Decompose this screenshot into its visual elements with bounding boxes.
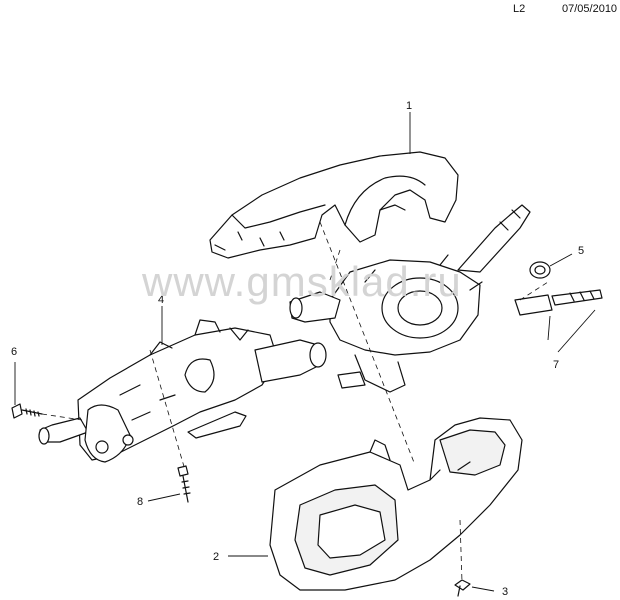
page-code: L2 [513,3,526,15]
callout-6: 6 [11,346,17,358]
leader-lines [14,112,596,592]
callout-5: 5 [578,245,584,257]
callout-4: 4 [158,294,164,306]
switch-assembly-part [289,204,531,393]
screw-part-6 [11,403,43,419]
watermark-text: www.gmsklad.ru [142,258,462,305]
lock-cylinder-part [514,289,603,316]
callout-7: 7 [553,359,559,371]
lower-shroud-part [269,417,523,591]
callout-2: 2 [213,551,219,563]
upper-shroud-part [209,151,459,259]
callout-8: 8 [137,496,143,508]
screw-part-3 [454,579,471,597]
diagram-date: 07/05/2010 [562,3,618,15]
callout-1: 1 [406,100,412,112]
callout-3: 3 [502,586,508,598]
alignment-lines [41,221,549,583]
cap-part [529,261,551,279]
steering-column-part [38,319,327,463]
screw-part-8 [177,465,191,503]
